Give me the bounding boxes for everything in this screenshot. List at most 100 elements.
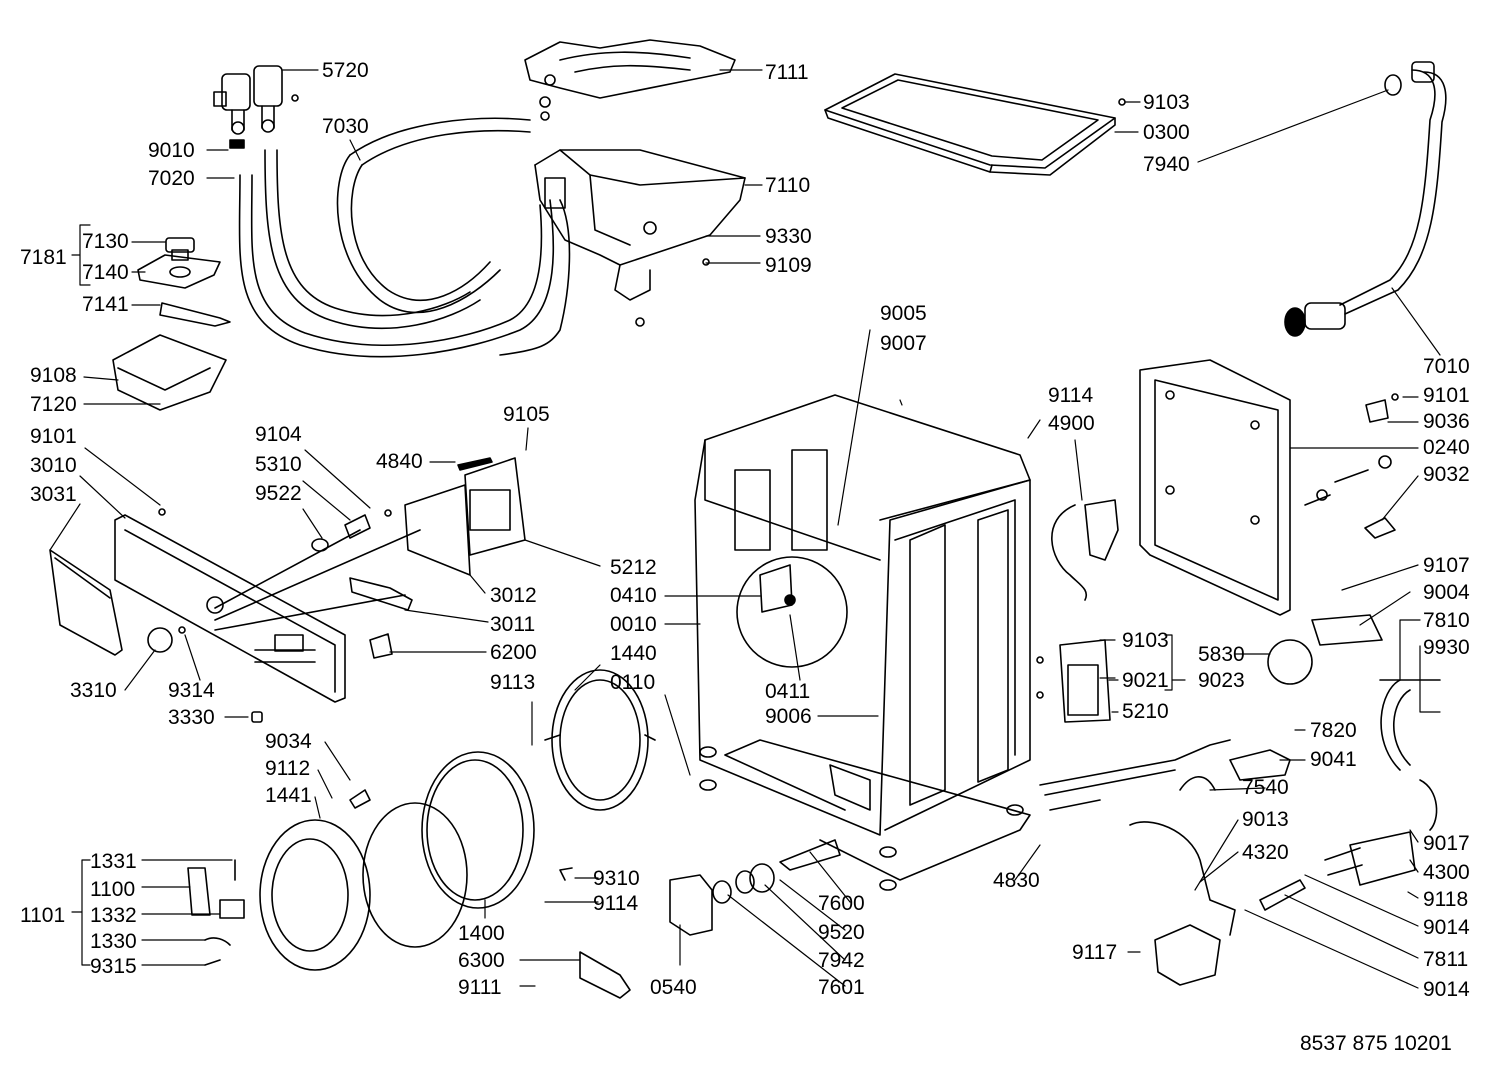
label-9107: 9107 [1423,554,1470,577]
label-7020: 7020 [148,167,195,190]
label-7130: 7130 [82,230,129,253]
label-9023: 9023 [1198,669,1245,692]
label-0411: 0411 [765,680,811,703]
door-latch-part [187,859,631,999]
label-3011: 3011 [490,613,536,636]
label-9310: 9310 [593,867,640,890]
label-0300: 0300 [1143,121,1190,144]
label-7010: 7010 [1423,355,1470,378]
label-9314: 9314 [168,679,215,702]
label-7940: 7940 [1143,153,1190,176]
label-5210: 5210 [1122,700,1169,723]
label-6300: 6300 [458,949,505,972]
label-9330: 9330 [765,225,812,248]
rear-panel-part [1139,359,1399,616]
label-3012: 3012 [490,584,537,607]
label-4300: 4300 [1423,861,1470,884]
label-1400: 1400 [458,922,505,945]
label-5830: 5830 [1198,643,1245,666]
label-6200: 6200 [490,641,537,664]
top-lid-part [824,73,1116,176]
dispenser-housing-part [534,149,746,327]
leader-lines [49,69,1441,989]
label-7110: 7110 [765,174,811,197]
label-9114-top: 9114 [1048,384,1094,407]
label-9315: 9315 [90,955,137,978]
pressure-switch-part [1036,499,1119,723]
label-9010: 9010 [148,139,195,162]
label-7030: 7030 [322,115,369,138]
label-7181: 7181 [20,246,67,269]
label-9113: 9113 [490,671,536,694]
label-9109: 9109 [765,254,812,277]
label-9522: 9522 [255,482,302,505]
label-9017: 9017 [1423,832,1470,855]
label-9930: 9930 [1423,636,1470,659]
label-9014-b: 9014 [1423,978,1470,1001]
cabinet-part [694,394,1031,891]
label-9103-top: 9103 [1143,91,1190,114]
label-1331: 1331 [90,850,137,873]
label-3330: 3330 [168,706,215,729]
supply-hose-part [1284,61,1447,337]
label-3010: 3010 [30,454,77,477]
label-9101-right: 9101 [1423,384,1470,407]
screw-part [702,258,710,266]
label-9032: 9032 [1423,463,1470,486]
label-0240: 0240 [1423,436,1470,459]
label-4320: 4320 [1242,841,1289,864]
label-9036: 9036 [1423,410,1470,433]
label-9103-mid: 9103 [1122,629,1169,652]
label-9041: 9041 [1310,748,1357,771]
label-9104: 9104 [255,423,302,446]
label-1441: 1441 [265,784,312,807]
label-1330: 1330 [90,930,137,953]
label-7140: 7140 [82,261,129,284]
label-4900: 4900 [1048,412,1095,435]
inlet-hose-part [238,117,571,358]
label-4830: 4830 [993,869,1040,892]
drawer-part [112,237,231,411]
label-9111: 9111 [458,976,502,999]
label-0410: 0410 [610,584,657,607]
screw-part [1118,98,1126,106]
label-7111: 7111 [765,61,809,84]
document-reference: 8537 875 10201 [1300,1032,1452,1055]
label-7811: 7811 [1423,948,1469,971]
label-7820: 7820 [1310,719,1357,742]
label-7540: 7540 [1242,776,1289,799]
label-7120: 7120 [30,393,77,416]
label-4840: 4840 [376,450,423,473]
label-9108: 9108 [30,364,77,387]
water-valve-part [213,65,299,149]
label-7810: 7810 [1423,609,1470,632]
control-panel-part [49,508,346,723]
label-7141: 7141 [82,293,129,316]
label-9112: 9112 [265,757,311,780]
label-7600: 7600 [818,892,865,915]
label-9117: 9117 [1072,941,1118,964]
pump-assembly-part [1039,614,1441,986]
label-9118: 9118 [1423,888,1469,911]
label-1332: 1332 [90,904,137,927]
label-0010: 0010 [610,613,657,636]
label-3031: 3031 [30,483,77,506]
label-1101: 1101 [20,904,66,927]
label-7942: 7942 [818,949,865,972]
label-9014-a: 9014 [1423,916,1470,939]
label-9021: 9021 [1122,669,1169,692]
label-9004: 9004 [1423,581,1470,604]
door-part [259,669,656,971]
label-9520: 9520 [818,921,865,944]
label-9007: 9007 [880,332,927,355]
label-9105: 9105 [503,403,550,426]
label-0110: 0110 [610,671,656,694]
label-9005: 9005 [880,302,927,325]
label-9114-bot: 9114 [593,892,639,915]
feet-part [669,839,841,936]
label-7601: 7601 [818,976,865,999]
label-3310: 3310 [70,679,117,702]
label-9013: 9013 [1242,808,1289,831]
label-5310: 5310 [255,453,302,476]
